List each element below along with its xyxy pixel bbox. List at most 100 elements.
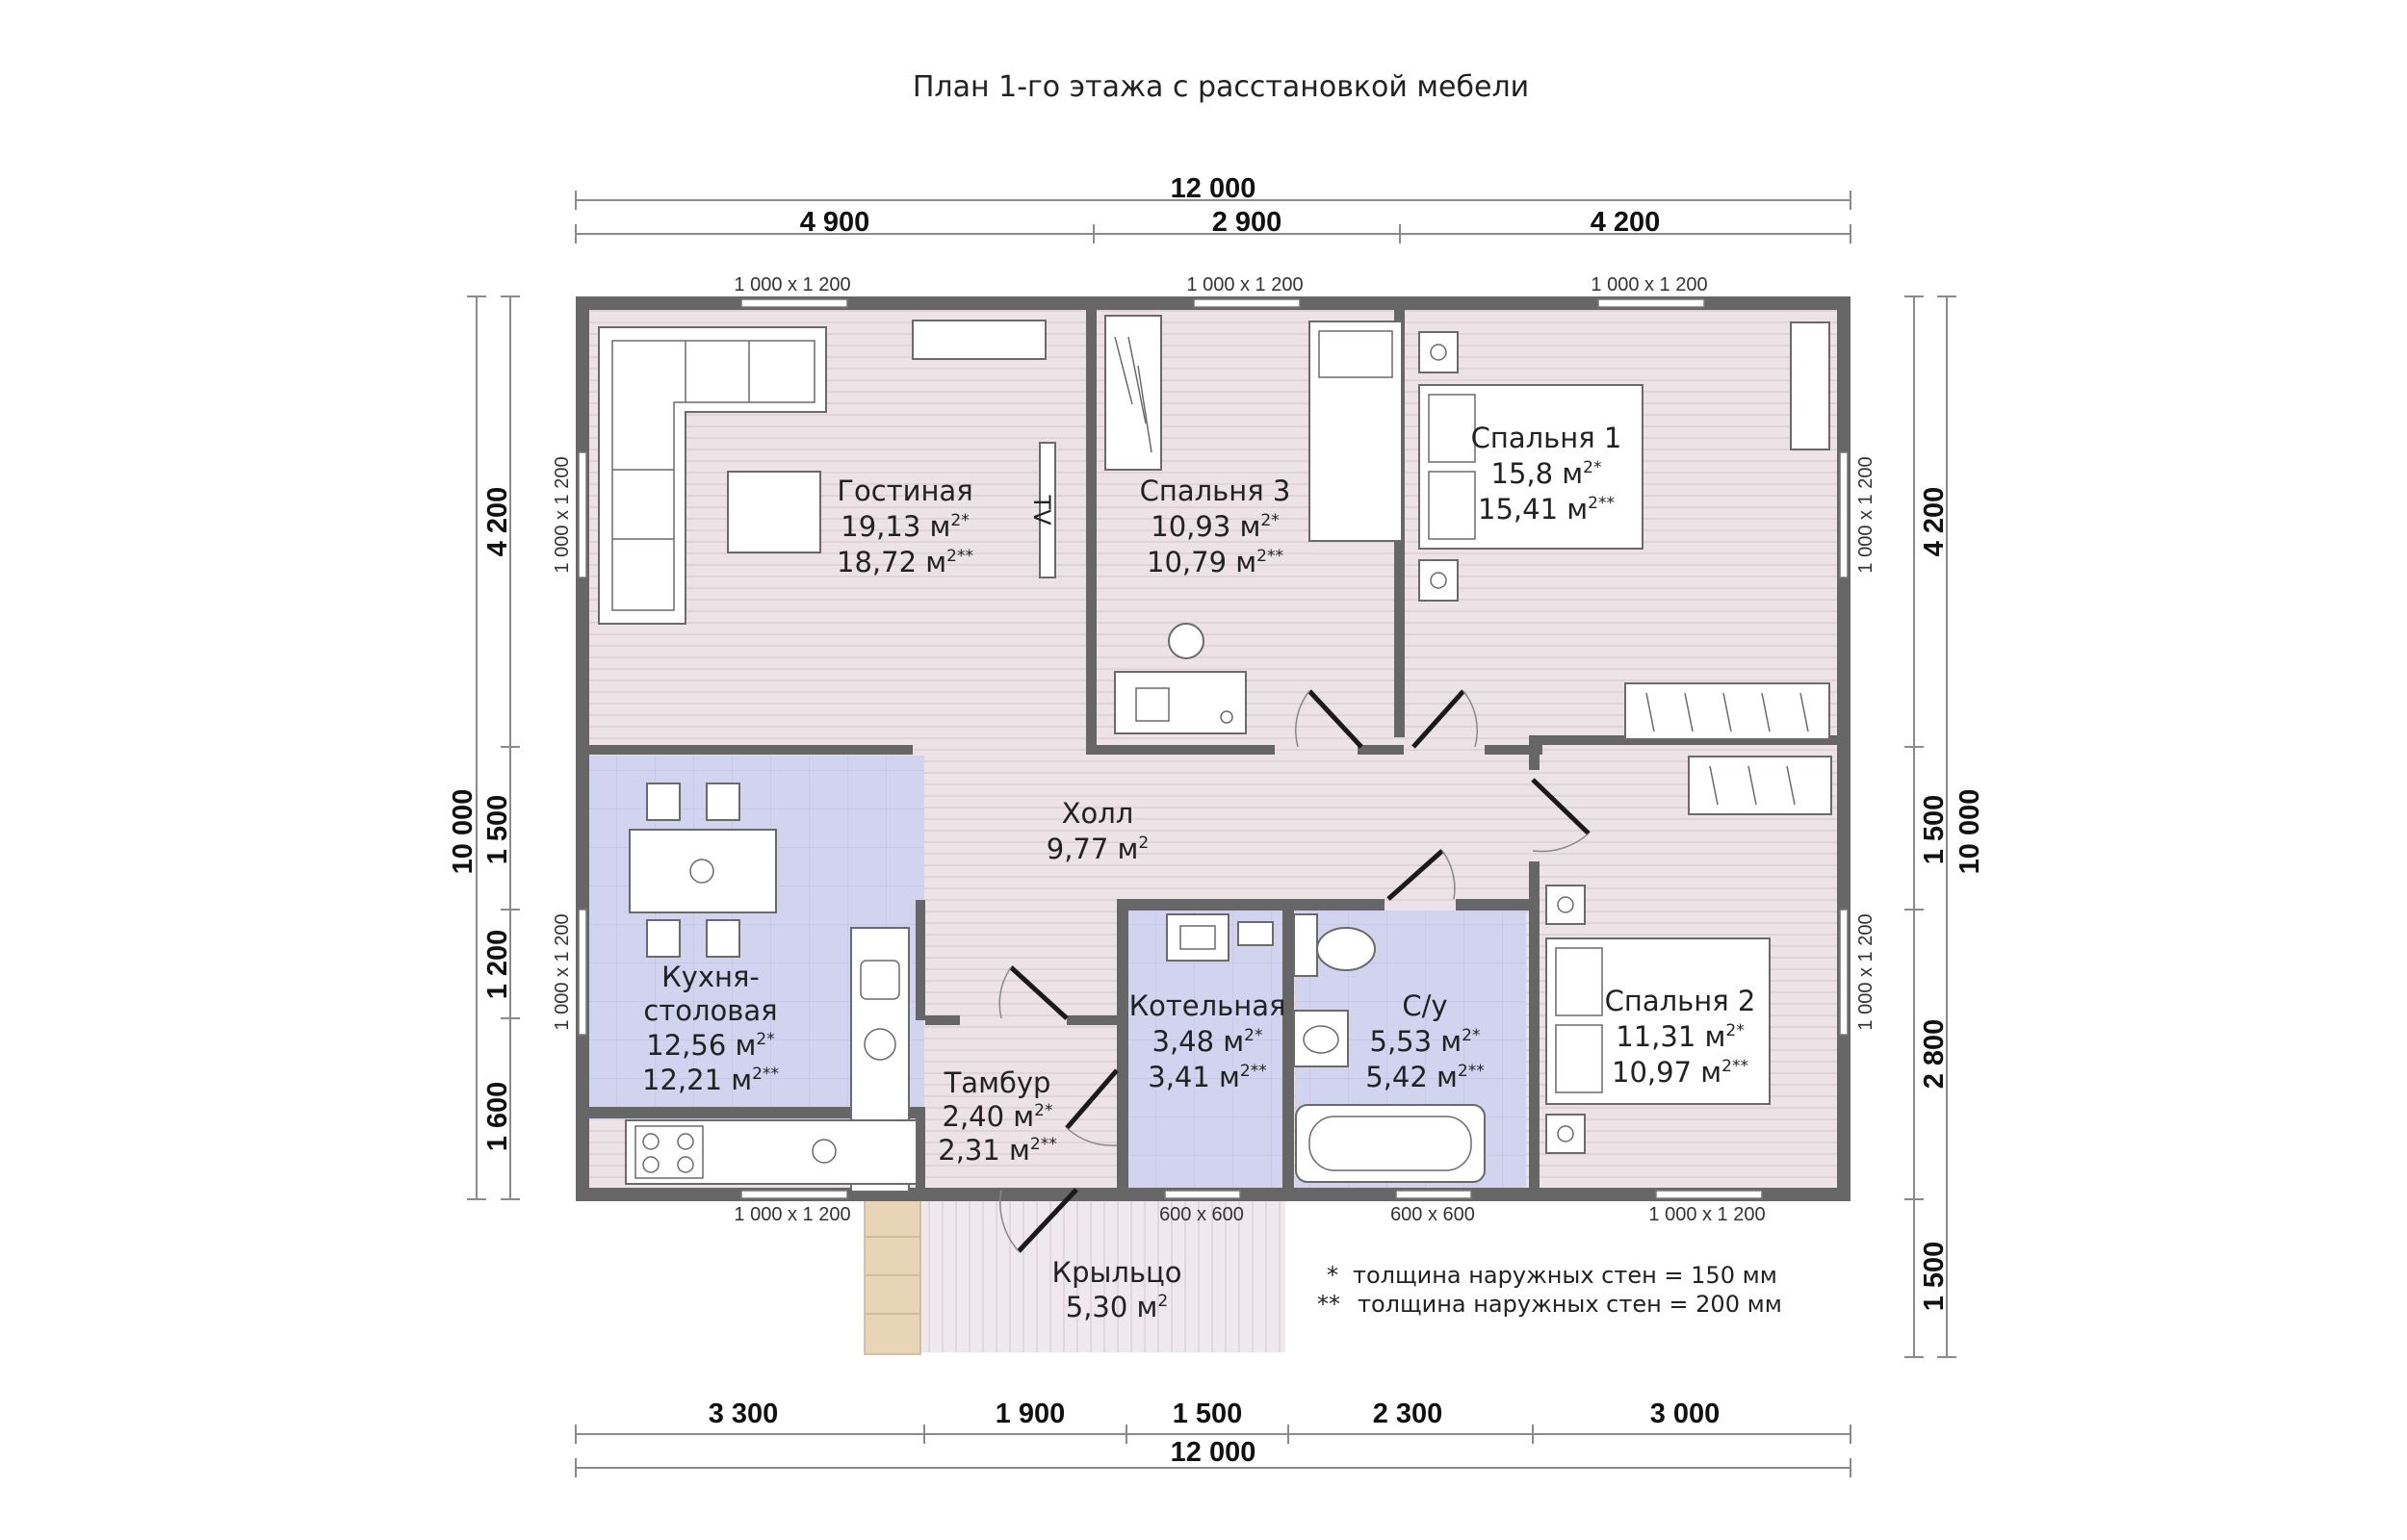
bottom-segment-5: 3 000	[1650, 1399, 1721, 1429]
window-label-right-2: 1 000 x 1 200	[1855, 913, 1876, 1030]
svg-text:5,42 м2**: 5,42 м2**	[1365, 1061, 1485, 1093]
doors	[998, 689, 1591, 1253]
sideboard	[912, 320, 1047, 360]
svg-text:10,93 м2*: 10,93 м2*	[1151, 510, 1279, 543]
svg-text:12,21 м2**: 12,21 м2**	[642, 1064, 779, 1096]
bedroom3-furniture	[1104, 315, 1403, 734]
shelf-bedroom1	[1790, 321, 1830, 450]
room-bedroom1: Спальня 1 15,8 м2* 15,41 м2**	[1471, 422, 1622, 526]
room-area2-boiler: 3,41 м	[1148, 1061, 1240, 1093]
window-right-1	[1839, 451, 1849, 578]
living-room-furniture: TV	[598, 320, 1056, 625]
right-segment-1: 4 200	[1919, 487, 1950, 557]
window-label-bottom-3: 600 x 600	[1390, 1204, 1475, 1225]
window-bottom-3	[1395, 1190, 1472, 1199]
room-name-boiler: Котельная	[1129, 989, 1286, 1022]
left-segment-2: 1 500	[482, 795, 513, 865]
room-hall: Холл 9,77 м2	[1047, 797, 1150, 865]
svg-text:19,13 м2*: 19,13 м2*	[841, 510, 969, 543]
porch-floor	[919, 1198, 1285, 1352]
room-area1-kitchen: 12,56 м	[646, 1029, 756, 1062]
left-total-dimension: 10 000	[448, 789, 479, 875]
chair-2	[706, 783, 740, 821]
svg-text:12,56 м2*: 12,56 м2*	[646, 1029, 774, 1062]
bedroom2-furniture	[1545, 756, 1832, 1154]
wardrobe-bedroom2	[1688, 756, 1832, 815]
room-wc: С/у 5,53 м2* 5,42 м2**	[1365, 989, 1485, 1093]
sink	[860, 960, 900, 1000]
note-1-mark: *	[1327, 1262, 1338, 1289]
bottom-segment-3: 1 500	[1173, 1399, 1243, 1429]
room-area2-bedroom2: 10,97 м	[1612, 1056, 1721, 1089]
boiler-tank	[1237, 921, 1274, 946]
toilet-tank	[1293, 913, 1318, 977]
window-label-left-2: 1 000 x 1 200	[552, 913, 573, 1030]
nightstand-bedroom1-bottom	[1418, 559, 1459, 602]
bed-bedroom3	[1308, 321, 1403, 542]
chair-3	[646, 919, 681, 958]
room-boiler: Котельная 3,48 м2* 3,41 м2**	[1129, 989, 1286, 1093]
left-segment-4: 1 600	[482, 1082, 513, 1152]
room-area2-bedroom1: 15,41 м	[1478, 493, 1588, 526]
window-label-bottom-2: 600 x 600	[1159, 1204, 1244, 1225]
svg-text:10,97 м2**: 10,97 м2**	[1612, 1056, 1748, 1089]
stove	[634, 1125, 704, 1179]
window-label-bottom-4: 1 000 x 1 200	[1648, 1204, 1765, 1225]
right-segment-2: 1 500	[1919, 795, 1950, 865]
room-name-kitchen-1: Кухня-	[661, 961, 760, 993]
room-porch: Крыльцо 5,30 м2	[1051, 1256, 1181, 1323]
right-dimensions: 4 200 1 500 2 800 1 500 10 000	[1904, 295, 1985, 1358]
left-segment-1: 4 200	[482, 487, 513, 557]
room-living: Гостиная 19,13 м2* 18,72 м2**	[837, 475, 973, 578]
room-area1-vestibule: 2,40 м	[943, 1100, 1035, 1133]
wall-thickness-notes: * толщина наружных стен = 150 мм ** толщ…	[1317, 1262, 1782, 1318]
boiler-furniture	[1166, 913, 1274, 962]
room-name-living: Гостиная	[837, 475, 972, 507]
room-area1-bedroom1: 15,8 м	[1491, 457, 1584, 490]
window-bottom-1	[740, 1190, 848, 1199]
svg-text:11,31 м2*: 11,31 м2*	[1616, 1020, 1744, 1053]
room-name-vestibule: Тамбур	[944, 1066, 1051, 1099]
nightstand-bedroom1-top	[1418, 331, 1459, 373]
bed-bedroom2	[1545, 937, 1771, 1105]
corner-sofa	[598, 326, 827, 625]
svg-text:2,31 м2**: 2,31 м2**	[938, 1134, 1057, 1167]
left-dimensions: 10 000 4 200 1 500 1 200 1 600	[448, 295, 520, 1200]
window-bottom-2	[1164, 1190, 1241, 1199]
note-2-text: толщина наружных стен = 200 мм	[1358, 1291, 1782, 1318]
bottom-dimensions: 3 300 1 900 1 500 2 300 3 000 12 000	[575, 1399, 1851, 1477]
bottom-segment-1: 3 300	[709, 1399, 779, 1429]
room-bedroom2: Спальня 2 11,31 м2* 10,97 м2**	[1605, 985, 1756, 1089]
chair-4	[706, 919, 740, 958]
room-area1-bedroom2: 11,31 м	[1616, 1020, 1725, 1053]
nightstand-bedroom2-bottom	[1545, 1114, 1586, 1154]
window-bottom-4	[1655, 1190, 1763, 1199]
window-label-bottom-1: 1 000 x 1 200	[734, 1204, 850, 1225]
wardrobe-bedroom3	[1104, 315, 1162, 471]
room-bedroom3: Спальня 3 10,93 м2* 10,79 м2**	[1140, 475, 1291, 578]
right-segment-3: 2 800	[1919, 1019, 1950, 1090]
top-segment-2: 2 900	[1212, 207, 1282, 238]
porch-steps	[864, 1197, 921, 1355]
room-area2-vestibule: 2,31 м	[938, 1134, 1030, 1167]
svg-text:18,72 м2**: 18,72 м2**	[837, 546, 973, 578]
room-name-bedroom2: Спальня 2	[1605, 985, 1756, 1017]
wc-furniture	[1293, 913, 1486, 1183]
room-name-wc: С/у	[1402, 989, 1447, 1022]
coffee-table	[727, 471, 821, 553]
svg-text:15,41 м2**: 15,41 м2**	[1478, 493, 1615, 526]
chair-1	[646, 783, 681, 821]
tv-label: TV	[1028, 494, 1055, 526]
desk-bedroom3	[1114, 671, 1247, 734]
top-segment-1: 4 900	[800, 207, 870, 238]
boiler-unit	[1166, 913, 1229, 962]
room-name-kitchen-2: столовая	[643, 994, 777, 1027]
window-top-3	[1597, 298, 1705, 308]
room-name-bedroom1: Спальня 1	[1471, 422, 1622, 454]
room-area-hall: 9,77 м	[1047, 833, 1139, 865]
room-area2-bedroom3: 10,79 м	[1147, 546, 1256, 578]
window-label-top-3: 1 000 x 1 200	[1591, 274, 1707, 295]
toilet	[1316, 927, 1376, 971]
window-left-2	[578, 909, 587, 1036]
